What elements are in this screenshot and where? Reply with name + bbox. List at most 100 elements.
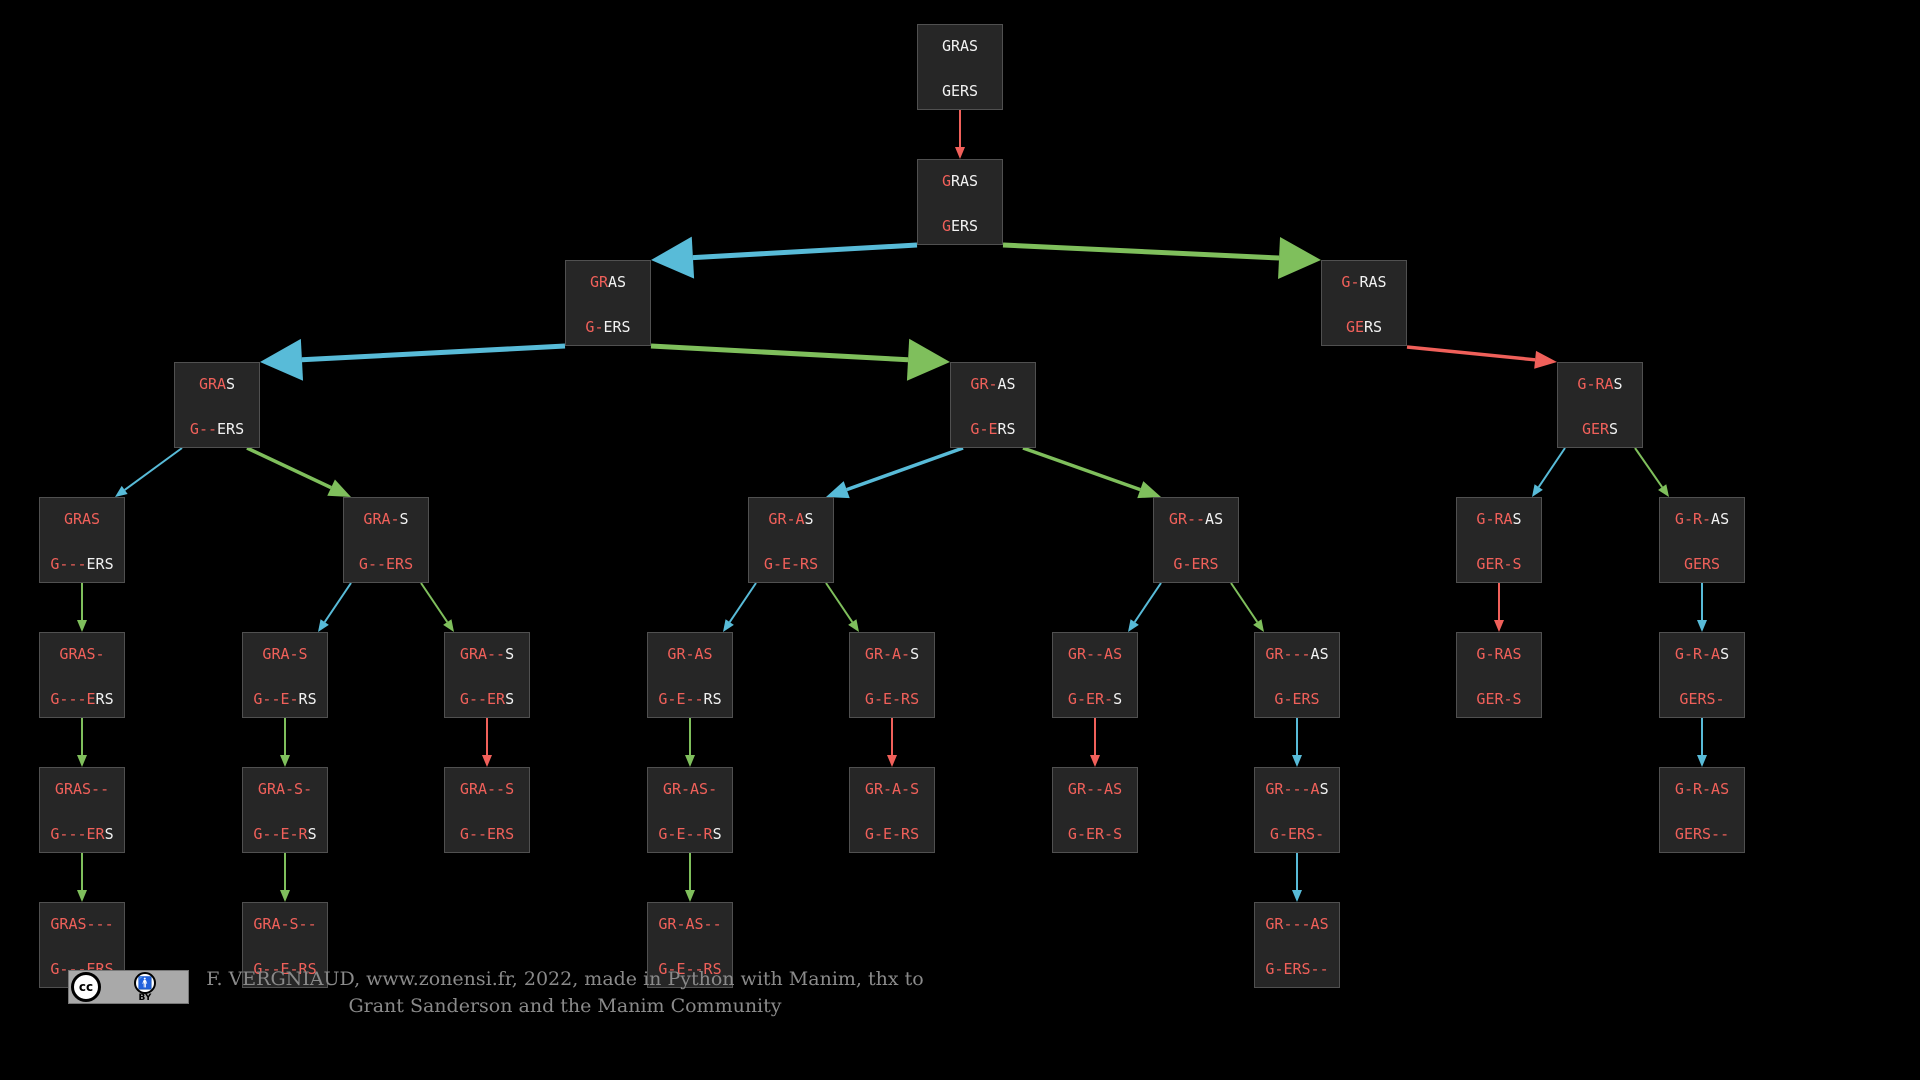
arrowhead-blue	[1292, 755, 1302, 767]
arrowhead-blue	[1532, 484, 1543, 497]
arrowhead-green	[77, 620, 87, 632]
arrowhead-blue	[318, 619, 329, 632]
arrowhead-blue	[1292, 890, 1302, 902]
node-top-sequence: G-RAS	[1476, 510, 1522, 528]
node-bottom-sequence: G--ERS	[358, 555, 414, 573]
edge-green	[825, 582, 854, 623]
arrowhead-blue	[1697, 755, 1707, 767]
node-top-sequence: G-R-AS	[1674, 645, 1730, 663]
edge-blue	[1133, 582, 1162, 623]
arrowhead-blue	[1697, 620, 1707, 632]
node-bottom-sequence: G-E-RS	[864, 825, 920, 843]
node-bottom-sequence: G--E-RS	[253, 960, 317, 978]
edge-green	[1230, 582, 1259, 623]
tree-node: GRAS GERS	[917, 159, 1003, 245]
node-bottom-sequence: G--ERS	[459, 690, 515, 708]
tree-node: GRAS G-ERS	[565, 260, 651, 346]
arrowhead-red	[1534, 350, 1557, 369]
edge-green	[246, 446, 332, 490]
edge-green	[650, 343, 909, 363]
node-top-sequence: GR--AS	[1168, 510, 1224, 528]
node-top-sequence: GRAS-	[59, 645, 105, 663]
edge-green	[1634, 447, 1663, 488]
tree-node: GR-AS G-E-RS	[748, 497, 834, 583]
node-bottom-sequence: GERS	[941, 217, 979, 235]
node-top-sequence: GRA-S	[363, 510, 409, 528]
arrowhead-blue	[260, 338, 304, 381]
node-bottom-sequence: G-ERS-	[1269, 825, 1325, 843]
arrowhead-red	[955, 147, 965, 159]
arrowhead-red	[1494, 620, 1504, 632]
node-top-sequence: GR-AS	[768, 510, 814, 528]
credits-footer: F. VERGNIAUD, www.zonensi.fr, 2022, made…	[200, 966, 930, 1020]
node-top-sequence: GRAS	[941, 172, 979, 190]
arrowhead-green	[848, 619, 859, 632]
tree-node: GRA-S- G--E-RS	[242, 767, 328, 853]
node-top-sequence: G-RAS	[1476, 645, 1522, 663]
arrowhead-green	[443, 619, 454, 632]
node-top-sequence: GRAS---	[50, 915, 114, 933]
arrowhead-red	[1090, 755, 1100, 767]
node-top-sequence: GRAS	[941, 37, 979, 55]
node-bottom-sequence: G---ERS	[50, 825, 114, 843]
node-bottom-sequence: G-E-RS	[763, 555, 819, 573]
edge-blue	[301, 343, 566, 363]
node-bottom-sequence: G-ERS--	[1265, 960, 1329, 978]
node-bottom-sequence: G--E-RS	[253, 825, 317, 843]
node-bottom-sequence: G-E--RS	[658, 825, 722, 843]
arrowhead-green	[280, 755, 290, 767]
arrowhead-green	[1253, 619, 1264, 632]
creative-commons-icon: cc	[71, 972, 101, 1002]
node-top-sequence: GR--AS	[1067, 645, 1123, 663]
node-bottom-sequence: GERS	[1683, 555, 1721, 573]
node-bottom-sequence: G-ERS	[585, 318, 631, 336]
arrowhead-green	[906, 338, 950, 381]
node-top-sequence: GRA--S	[459, 645, 515, 663]
arrowhead-green	[77, 890, 87, 902]
tree-node: GRA-S--G--E-RS	[242, 902, 328, 988]
arrowhead-green	[327, 479, 351, 497]
node-top-sequence: GR---AS	[1265, 645, 1329, 663]
arrowhead-green	[685, 755, 695, 767]
node-bottom-sequence: G---ERS	[50, 690, 114, 708]
tree-node: G-RAS GER-S	[1456, 497, 1542, 583]
node-bottom-sequence: GERS--	[1674, 825, 1730, 843]
node-top-sequence: GRAS	[198, 375, 236, 393]
tree-node: GRAS G--ERS	[174, 362, 260, 448]
node-bottom-sequence: G-E--RS	[658, 690, 722, 708]
node-bottom-sequence: GER-S	[1476, 555, 1522, 573]
node-bottom-sequence: G-ERS	[1274, 690, 1320, 708]
node-top-sequence: GR-AS	[970, 375, 1016, 393]
attribution-person-icon: 🚹	[134, 972, 156, 994]
arrowhead-blue	[826, 481, 850, 499]
tree-node: GRA-S G--ERS	[343, 497, 429, 583]
node-top-sequence: GRAS	[589, 273, 627, 291]
arrowhead-green	[77, 755, 87, 767]
node-bottom-sequence: GERS	[1581, 420, 1619, 438]
node-bottom-sequence: G--ERS	[189, 420, 245, 438]
node-top-sequence: GRA-S-	[257, 780, 313, 798]
node-bottom-sequence: G--E-RS	[253, 690, 317, 708]
edge-blue	[1537, 447, 1566, 488]
node-bottom-sequence: G---ERS	[50, 555, 114, 573]
edge-green	[1002, 242, 1280, 261]
node-top-sequence: GRA--S	[459, 780, 515, 798]
arrowhead-blue	[1128, 619, 1139, 632]
tree-node: GR-AS--G-E--RS	[647, 902, 733, 988]
node-bottom-sequence: GERS-	[1679, 690, 1725, 708]
